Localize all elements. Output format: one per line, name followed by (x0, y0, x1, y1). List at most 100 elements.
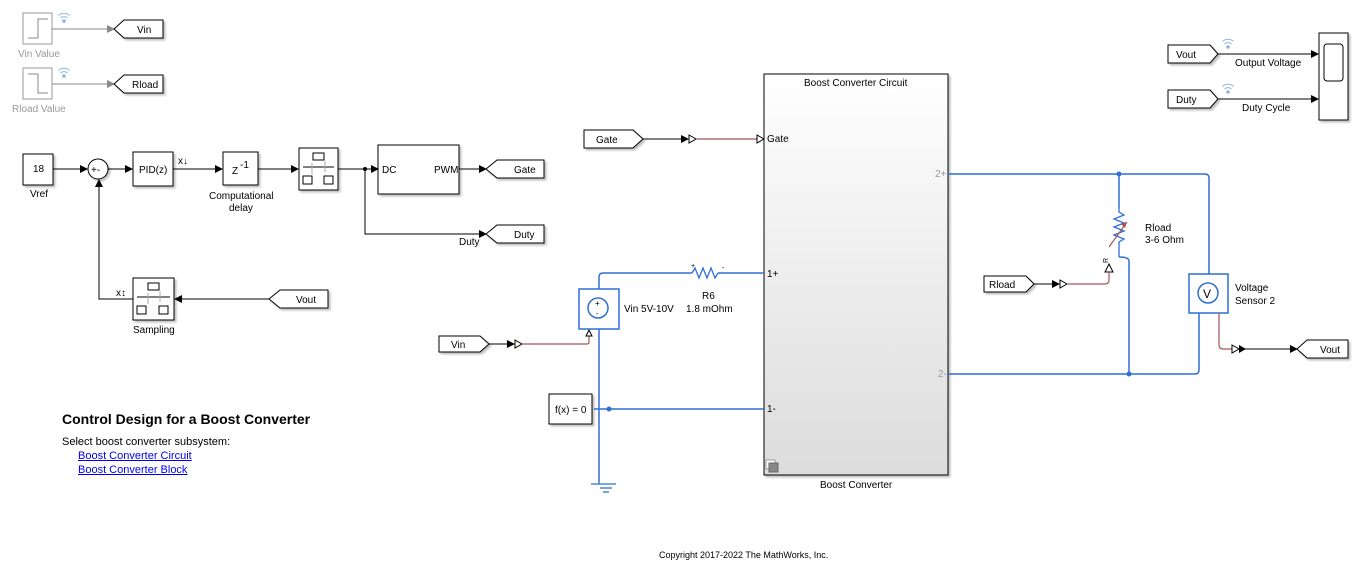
vsource-label: Vin 5V-10V (624, 304, 674, 315)
port-1minus: 1- (767, 404, 776, 415)
voltage-sensor-block[interactable]: V Voltage Sensor 2 (1188, 273, 1275, 314)
ps-line (522, 336, 590, 345)
wire (948, 313, 1200, 375)
solver-label: f(x) = 0 (555, 405, 587, 416)
ps-converter-icon (688, 134, 698, 144)
vref-constant-block[interactable]: 18 Vref (22, 153, 54, 200)
sampling-label: Sampling (133, 325, 175, 336)
pwm-out-port: PWM (434, 165, 458, 176)
ground-icon (591, 482, 616, 493)
from-gate-label: Gate (596, 135, 618, 146)
ps-port-icon (756, 134, 766, 144)
rload-name: Rload (1145, 223, 1171, 234)
annotation-title: Control Design for a Boost Converter (62, 411, 311, 427)
from-vin[interactable]: Vin (438, 335, 490, 353)
ps-converter-icon (514, 339, 524, 349)
goto-vout[interactable]: Vout (1296, 339, 1349, 359)
goto-rload-label: Rload (132, 80, 158, 91)
wire (948, 173, 1210, 274)
rload-value: 3-6 Ohm (1145, 235, 1184, 246)
goto-duty[interactable]: Duty (485, 224, 545, 244)
vsensor-label-1: Voltage (1235, 283, 1269, 294)
pid-controller-block[interactable]: PID(z) (132, 151, 174, 187)
port-1plus: 1+ (767, 269, 779, 280)
sum-signs: +- (91, 165, 100, 176)
feedback-line (95, 179, 133, 300)
ps-port-icon (1104, 262, 1114, 273)
vref-value: 18 (33, 164, 45, 175)
from-vout-scope[interactable]: Vout (1167, 44, 1219, 64)
rload-value-label: Rload Value (12, 104, 66, 115)
port-gate: Gate (767, 134, 789, 145)
vref-label: Vref (30, 189, 48, 200)
wire (598, 272, 692, 289)
junction (1126, 371, 1132, 377)
subsystem-link-icon (765, 459, 779, 473)
unit-delay-block[interactable]: Z -1 Computational delay (209, 151, 273, 214)
from-duty-scope[interactable]: Duty (1167, 89, 1219, 109)
rate-transition-block[interactable] (298, 147, 339, 191)
delay-label-2: delay (229, 203, 253, 214)
svg-text:+: + (691, 263, 695, 270)
controlled-voltage-source[interactable]: + - Vin 5V-10V (578, 288, 674, 330)
vin-value-block[interactable]: Vin Value (18, 12, 70, 60)
from-rload[interactable]: Rload (983, 275, 1035, 293)
wireless-icon (58, 67, 70, 78)
wireless-icon (58, 12, 70, 23)
vin-value-label: Vin Value (18, 49, 60, 60)
duty-cycle-label: Duty Cycle (1242, 103, 1291, 114)
ps-line (1218, 313, 1232, 350)
delay-label-1: Computational (209, 191, 273, 202)
goto-rload[interactable]: Rload (113, 74, 164, 94)
goto-vin[interactable]: Vin (113, 19, 164, 39)
sampling-block[interactable]: Sampling (132, 277, 175, 336)
link-boost-converter-block[interactable]: Boost Converter Block (78, 464, 188, 476)
solver-configuration-block[interactable]: f(x) = 0 (548, 393, 593, 425)
rload-port-label: R (1103, 258, 1110, 263)
link-boost-converter-circuit[interactable]: Boost Converter Circuit (78, 450, 192, 462)
scope-screen-icon (1323, 43, 1344, 82)
rload-value-block[interactable]: Rload Value (12, 67, 70, 115)
ps-line (1068, 272, 1110, 285)
goto-gate[interactable]: Gate (485, 159, 545, 179)
scope-from-vout-label: Vout (1176, 50, 1196, 61)
svg-text:-: - (596, 309, 599, 318)
pwm-in-port: DC (382, 165, 396, 176)
variable-resistor-rload[interactable]: Rload 3-6 Ohm R (1103, 207, 1184, 263)
r6-name: R6 (702, 291, 715, 302)
step-down-icon (28, 73, 48, 94)
svg-text:+: + (595, 299, 600, 308)
goto-vin-label: Vin (137, 25, 151, 36)
resistor-r6[interactable]: + - R6 1.8 mOhm (686, 263, 733, 315)
subsystem-name: Boost Converter (820, 480, 893, 491)
step-icon (28, 18, 48, 39)
annotation-subtitle: Select boost converter subsystem: (62, 436, 231, 448)
vsensor-label-2: Sensor 2 (1235, 296, 1275, 307)
copyright: Copyright 2017-2022 The MathWorks, Inc. (659, 550, 829, 560)
goto-gate-label: Gate (514, 165, 536, 176)
from-vout-controller[interactable]: Vout (268, 289, 329, 309)
wireless-icon (1222, 38, 1234, 94)
boost-converter-subsystem[interactable]: Boost Converter Circuit Gate 1+ 1- 2+ 2-… (763, 73, 949, 491)
scope-block[interactable] (1318, 32, 1349, 121)
from-vout-label: Vout (296, 295, 316, 306)
goto-vout-label: Vout (1320, 345, 1340, 356)
ps-converter-icon (1059, 279, 1069, 289)
pid-label: PID(z) (139, 165, 167, 176)
from-rload-label: Rload (989, 280, 1015, 291)
signal-line (364, 169, 487, 238)
duty-signal-label: Duty (459, 237, 480, 248)
from-vin-label: Vin (451, 340, 465, 351)
pid-annotation: x↓ (178, 156, 188, 167)
svg-text:-: - (722, 265, 725, 272)
pwm-generator-block[interactable]: DC PWM (377, 144, 460, 195)
port-2plus: 2+ (935, 169, 947, 180)
delay-exponent: -1 (240, 160, 249, 171)
from-gate[interactable]: Gate (583, 129, 644, 149)
goto-duty-label: Duty (514, 230, 535, 241)
r6-value: 1.8 mOhm (686, 304, 733, 315)
ps-port-icon (585, 328, 593, 337)
subsystem-title: Boost Converter Circuit (804, 78, 908, 89)
sum-block[interactable]: +- (87, 158, 109, 180)
delay-z: Z (232, 166, 238, 177)
